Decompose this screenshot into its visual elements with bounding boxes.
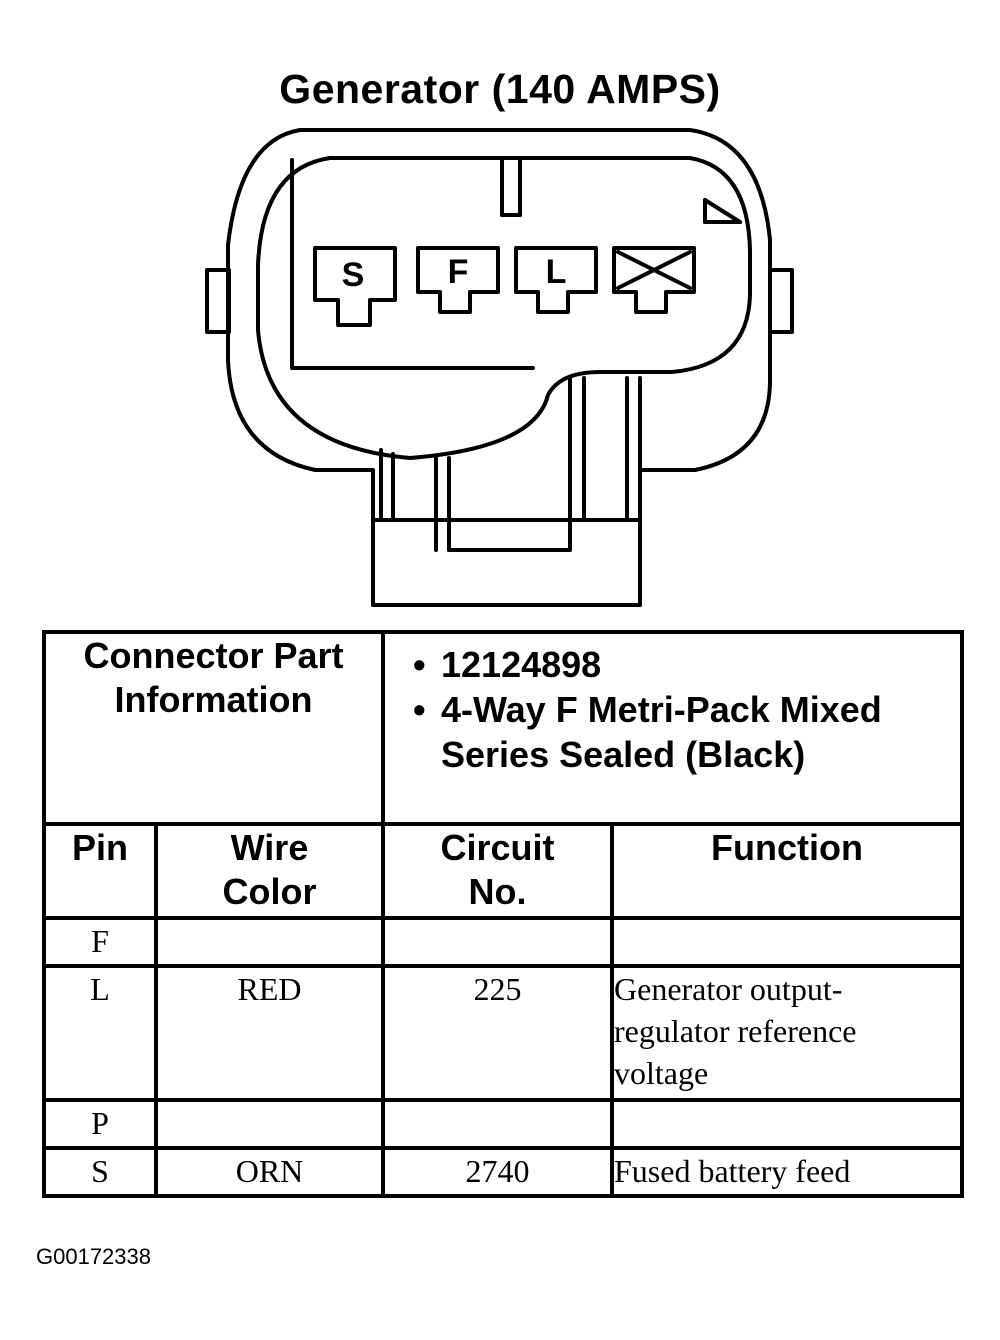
column-header-wire-color: Wire Color: [154, 822, 385, 920]
pin-cavity-f: [416, 246, 500, 314]
table-row: F: [42, 916, 964, 968]
pin-cell: S: [42, 1146, 158, 1198]
wire-color-cell: RED: [154, 964, 385, 1102]
table-row: P: [42, 1098, 964, 1150]
table-row: L RED 225 Generator output-regulator ref…: [42, 964, 964, 1102]
x-mark-icon: [616, 250, 692, 290]
seal-center-block: [447, 518, 572, 552]
column-header-circuit-no: Circuit No.: [381, 822, 614, 920]
connector-housing-outline: [226, 128, 772, 607]
diagram-title: Generator (140 AMPS): [279, 66, 721, 112]
wire-color-cell: [154, 1098, 385, 1150]
connector-part-row: Connector Part Information 12124898 4-Wa…: [42, 630, 964, 826]
column-header-function: Function: [610, 822, 964, 920]
pin-label-f: F: [448, 253, 469, 291]
connector-part-details: 12124898 4-Way F Metri-Pack Mixed Series…: [381, 630, 964, 826]
pin-label-l: L: [546, 253, 567, 291]
wire-color-cell: [154, 916, 385, 968]
pin-cell: P: [42, 1098, 158, 1150]
connector-part-label: Connector Part Information: [42, 630, 385, 826]
circuit-no-cell: [381, 916, 614, 968]
pin-cell: L: [42, 964, 158, 1102]
terminal-block-edge: [703, 198, 742, 224]
connector-cavity-outline: [256, 156, 752, 460]
connector-diagram: S F L: [205, 128, 794, 607]
function-cell: Fused battery feed: [610, 1146, 964, 1198]
circuit-no-cell: 2740: [381, 1146, 614, 1198]
function-cell: [610, 1098, 964, 1150]
circuit-no-cell: [381, 1098, 614, 1150]
part-number: 12124898: [413, 642, 960, 687]
part-description: 4-Way F Metri-Pack Mixed Series Sealed (…: [413, 687, 960, 777]
circuit-no-cell: 225: [381, 964, 614, 1102]
pin-cavity-s: [313, 246, 397, 327]
pin-label-s: S: [342, 256, 365, 294]
terminal-block-outline: [290, 158, 535, 370]
function-cell: [610, 916, 964, 968]
figure-id: G00172338: [36, 1244, 151, 1269]
connector-info-table: Connector Part Information 12124898 4-Wa…: [42, 630, 964, 1198]
left-latch: [205, 268, 231, 334]
function-cell: Generator output-regulator reference vol…: [610, 964, 964, 1102]
wire-color-cell: ORN: [154, 1146, 385, 1198]
pin-cell: F: [42, 916, 158, 968]
pin-cavity-l: [514, 246, 598, 314]
right-latch: [768, 268, 794, 334]
column-header-row: Pin Wire Color Circuit No. Function: [42, 822, 964, 920]
column-header-pin: Pin: [42, 822, 158, 920]
pin-cavity-p: [612, 246, 696, 314]
table-row: S ORN 2740 Fused battery feed: [42, 1146, 964, 1198]
